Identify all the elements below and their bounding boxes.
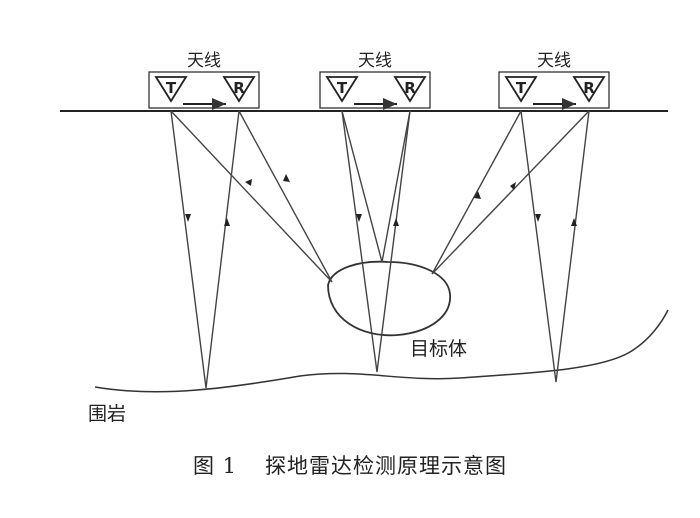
transmitter-triangle [154, 76, 188, 103]
rock-boundary-curve [94, 309, 669, 393]
arrow-down-icon [510, 182, 516, 190]
arrow-up-icon [393, 218, 399, 226]
ray-paths-2 [341, 110, 411, 373]
arrow-down-icon [185, 214, 191, 222]
receiver-label: R [583, 79, 595, 97]
target-label: 目标体 [410, 338, 467, 360]
ray-direction-arrows [185, 174, 577, 226]
arrow-up-icon [283, 174, 290, 182]
caption-title: 探地雷达检测原理示意图 [265, 454, 508, 478]
transmitter-triangle [325, 76, 359, 103]
ray-down-to-rock [170, 110, 240, 389]
ray-paths-1 [170, 110, 333, 389]
transmitter-triangle [504, 76, 538, 103]
ray-to-target [431, 110, 590, 275]
transmitter-label: T [337, 79, 348, 97]
antenna-group-2 [319, 71, 431, 110]
ray-down-to-rock [520, 110, 590, 383]
ray-to-target [341, 110, 411, 263]
arrow-down-icon [356, 214, 362, 222]
receiver-triangle [572, 76, 606, 103]
ray-to-target [170, 110, 333, 283]
figure-caption: 图 1 探地雷达检测原理示意图 [0, 450, 700, 480]
arrow-up-icon [224, 218, 230, 226]
ray-down-to-rock [341, 110, 411, 373]
transmitter-label: T [516, 79, 527, 97]
receiver-label: R [404, 79, 416, 97]
arrow-down-icon [245, 179, 252, 186]
transmitter-label: T [166, 79, 177, 97]
caption-number: 图 1 [192, 454, 238, 478]
arrow-up-icon [571, 218, 577, 226]
ray-paths-3 [431, 110, 590, 383]
antenna-title-2: 天线 [358, 51, 392, 71]
antenna-group-1 [148, 71, 260, 110]
arrow-up-icon [474, 191, 481, 199]
target-body [327, 260, 451, 337]
receiver-triangle [222, 76, 256, 103]
antenna-group-3 [498, 71, 610, 110]
antenna-title-3: 天线 [537, 51, 571, 71]
rock-label: 围岩 [88, 403, 126, 425]
receiver-triangle [393, 76, 427, 103]
arrow-down-icon [535, 214, 541, 222]
receiver-label: R [233, 79, 245, 97]
antenna-title-1: 天线 [187, 51, 221, 71]
